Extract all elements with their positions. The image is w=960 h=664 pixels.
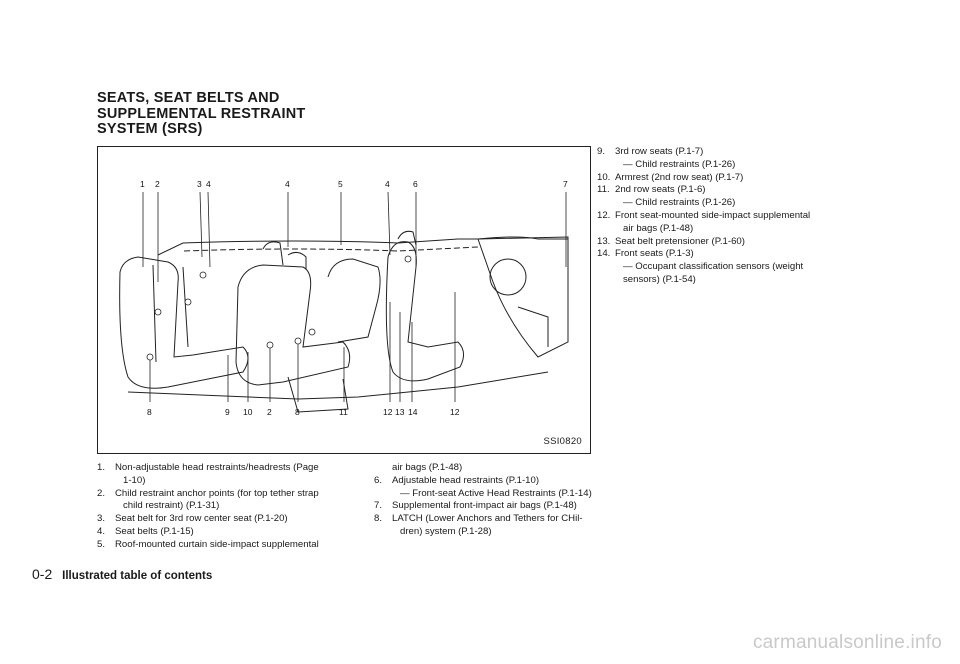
legend-number: 3. (97, 513, 106, 525)
legend-number: 12. (597, 209, 611, 221)
callout-14: 14 (408, 407, 418, 417)
callout-4c: 4 (385, 179, 390, 189)
legend-item: 3. Seat belt for 3rd row center seat (P.… (97, 513, 319, 526)
callout-10: 10 (243, 407, 253, 417)
curtain-airbag (183, 246, 479, 252)
legend-text: Seat belt for 3rd row center seat (P.1-2… (115, 513, 288, 525)
legend-item: 13. Seat belt pretensioner (P.1-60) (597, 236, 810, 249)
legend-item: 7. Supplemental front-impact air bags (P… (374, 500, 592, 513)
footer-title: Illustrated table of contents (62, 570, 213, 582)
section-title-line-1: SEATS, SEAT BELTS AND (97, 90, 280, 106)
front-seat (385, 241, 464, 382)
legend-text: LATCH (Lower Anchors and Tethers for CHi… (392, 513, 583, 525)
legend-subtext: — Front-seat Active Head Restraints (P.1… (400, 487, 592, 499)
legend-item: 1. Non-adjustable head restraints/headre… (97, 462, 319, 488)
callout-4b: 4 (285, 179, 290, 189)
legend-number: 14. (597, 248, 611, 260)
section-title-line-3: SYSTEM (SRS) (97, 121, 203, 137)
legend-item: 11. 2nd row seats (P.1-6) — Child restra… (597, 184, 810, 210)
second-row-seat-left (235, 264, 351, 386)
figure-code: SSI0820 (543, 436, 582, 447)
legend-subtext: — Child restraints (P.1-26) (623, 158, 736, 170)
legend-subtext-cont: sensors) (P.1-54) (623, 273, 696, 285)
legend-item: 10. Armrest (2nd row seat) (P.1-7) (597, 172, 810, 185)
callout-3: 3 (197, 179, 202, 189)
legend-text: Non-adjustable head restraints/headrests… (115, 462, 319, 473)
callout-12b: 12 (450, 407, 460, 417)
legend-column-3: 9. 3rd row seats (P.1-7) — Child restrai… (597, 146, 810, 287)
roofline (157, 238, 478, 256)
callout-12a: 12 (383, 407, 393, 417)
legend-item: 2. Child restraint anchor points (for to… (97, 488, 319, 514)
legend-item: 5. Roof-mounted curtain side-impact supp… (97, 539, 319, 552)
callout-8a: 8 (147, 407, 152, 417)
legend-item: 12. Front seat-mounted side-impact suppl… (597, 210, 810, 236)
legend-text: 2nd row seats (P.1-6) (615, 184, 706, 196)
legend-number: 13. (597, 235, 611, 247)
legend-text: 3rd row seats (P.1-7) (615, 146, 704, 157)
legend-text-cont: dren) system (P.1-28) (400, 525, 492, 537)
legend-number: 9. (597, 146, 606, 157)
section-title-line-2: SUPPLEMENTAL RESTRAINT (97, 105, 306, 122)
callout-2: 2 (155, 179, 160, 189)
legend-text: Adjustable head restraints (P.1-10) (392, 474, 540, 486)
legend-text: Front seat-mounted side-impact supplemen… (615, 209, 811, 221)
legend-text: Child restraint anchor points (for top t… (115, 487, 319, 499)
legend-item: 6. Adjustable head restraints (P.1-10) —… (374, 475, 592, 501)
legend-item: 14. Front seats (P.1-3) — Occupant class… (597, 248, 810, 286)
legend-text: Seat belts (P.1-15) (115, 525, 194, 537)
legend-text: Armrest (2nd row seat) (P.1-7) (615, 171, 744, 183)
legend-text-cont: 1-10) (123, 474, 146, 486)
callout-7: 7 (563, 179, 568, 189)
legend-column-2: air bags (P.1-48) 6. Adjustable head res… (374, 462, 592, 539)
page-number: 0-2 (32, 566, 53, 582)
legend-number: 5. (97, 538, 106, 550)
legend-text: Seat belt pretensioner (P.1-60) (615, 235, 745, 247)
legend-item: 8. LATCH (Lower Anchors and Tethers for … (374, 513, 592, 539)
seats-drawing: 1 2 3 4 4 5 4 6 7 8 9 10 2 8 11 12 13 14… (119, 179, 569, 417)
legend-number: 7. (374, 500, 383, 512)
second-row-seat-right (327, 258, 381, 343)
legend-text: Front seats (P.1-3) (615, 248, 694, 260)
callout-13: 13 (395, 407, 405, 417)
legend-number: 1. (97, 462, 106, 473)
legend-item: 9. 3rd row seats (P.1-7) — Child restrai… (597, 146, 810, 172)
legend-text: Supplemental front-impact air bags (P.1-… (392, 500, 577, 512)
steering-wheel (489, 258, 527, 296)
headrest-left (262, 241, 284, 266)
watermark: carmanualsonline.info (752, 632, 942, 653)
legend-number: 11. (597, 184, 610, 196)
legend-text-cont: child restraint) (P.1-31) (123, 500, 220, 512)
legend-text-cont: air bags (P.1-48) (623, 222, 694, 234)
dashboard (477, 236, 569, 358)
legend-number: 10. (597, 171, 611, 183)
callout-6: 6 (413, 179, 418, 189)
section-title: SEATS, SEAT BELTS AND SUPPLEMENTAL RESTR… (97, 90, 357, 138)
callout-11: 11 (339, 407, 348, 417)
callout-4a: 4 (206, 179, 211, 189)
legend-subtext: — Occupant classification sensors (weigh… (623, 261, 804, 273)
callout-8b: 8 (295, 407, 300, 417)
legend-text: Roof-mounted curtain side-impact supplem… (115, 538, 319, 550)
seats-illustration: 1 2 3 4 4 5 4 6 7 8 9 10 2 8 11 12 13 14… (97, 146, 591, 454)
callout-1: 1 (140, 179, 145, 189)
callout-9: 9 (225, 407, 230, 417)
legend-item: 4. Seat belts (P.1-15) (97, 526, 319, 539)
legend-number: 8. (374, 513, 383, 525)
page-footer: 0-2 Illustrated table of contents (32, 566, 212, 582)
legend-subtext: — Child restraints (P.1-26) (623, 197, 736, 209)
callout-5: 5 (338, 179, 343, 189)
legend-number: 2. (97, 487, 106, 499)
legend-text-cont: air bags (P.1-48) (392, 462, 463, 473)
legend-number: 6. (374, 474, 383, 486)
callout-2b: 2 (267, 407, 272, 417)
legend-number: 4. (97, 525, 106, 537)
legend-column-1: 1. Non-adjustable head restraints/headre… (97, 462, 319, 552)
